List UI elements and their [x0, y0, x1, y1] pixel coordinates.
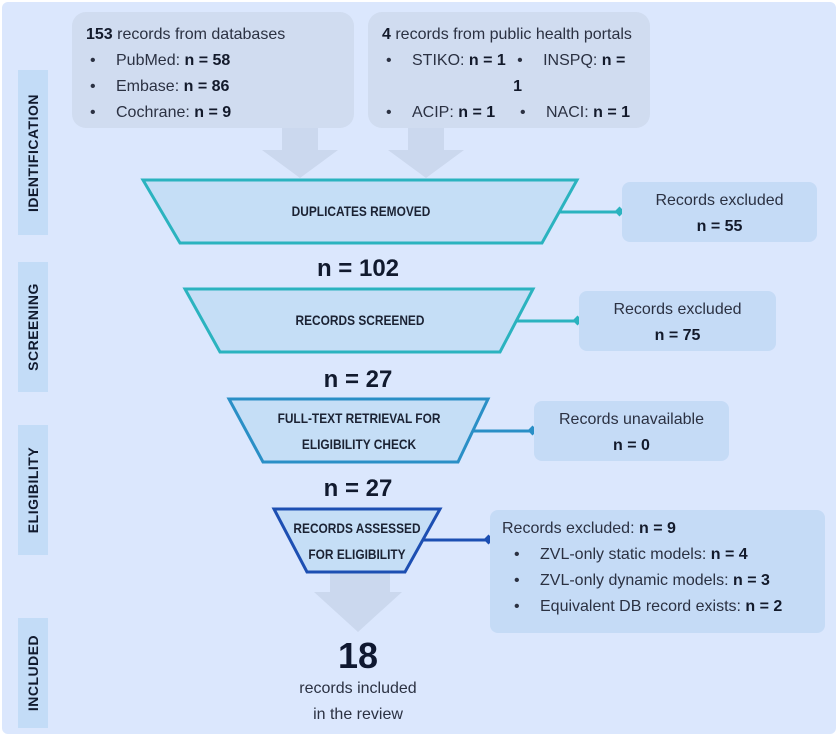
included-text: in the review: [313, 706, 403, 723]
step-label: RECORDS SCREENED: [295, 312, 425, 328]
funnel-duplicates: [140, 178, 580, 245]
stage-identification: IDENTIFICATION: [18, 70, 48, 235]
portal-sources-box: 4 records from public health portals STI…: [368, 12, 650, 128]
arrow-down-icon: [314, 572, 402, 632]
funnel-assessed: [271, 507, 443, 574]
step-label: DUPLICATES REMOVED: [291, 203, 431, 219]
included-summary: 18 records included in the review: [258, 636, 458, 728]
arrow-down-icon: [262, 128, 338, 178]
included-text: records included: [299, 680, 417, 697]
funnel-screened: [182, 287, 536, 354]
count-after-screening: n = 27: [323, 366, 393, 393]
count-after-duplicates: n = 102: [316, 255, 400, 282]
stage-screening: SCREENING: [18, 262, 48, 392]
database-sources-box: 153 records from databases PubMed: n = 5…: [72, 12, 354, 128]
excluded-eligibility-box: Records excluded: n = 9 ZVL-only static …: [490, 510, 825, 633]
count-after-retrieval: n = 27: [323, 475, 393, 502]
arrow-down-icon: [388, 128, 464, 178]
funnel-fulltext: [226, 397, 491, 464]
stage-eligibility: ELIGIBILITY: [18, 425, 48, 555]
included-count: 18: [337, 635, 379, 676]
stage-included: INCLUDED: [18, 618, 48, 728]
